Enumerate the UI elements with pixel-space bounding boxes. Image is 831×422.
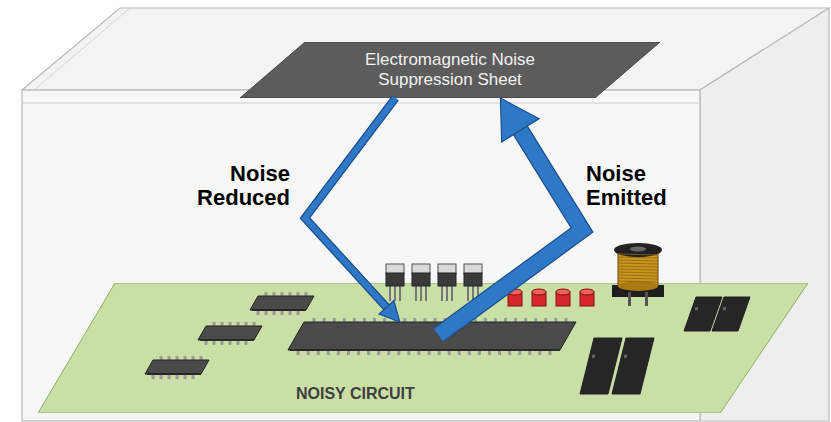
capacitor-top [580,289,594,295]
ic-chip [250,292,314,315]
capacitor-top [556,289,570,295]
capacitor [580,289,594,306]
arrow-shaft [305,98,395,307]
header-hole [624,355,627,358]
inductor-pin [645,292,648,306]
transistor-leg [451,285,453,301]
transistor-body [438,273,456,286]
capacitor [532,289,546,306]
header-body [712,297,750,331]
arrow-head [500,98,539,142]
transistor [386,264,404,301]
transistor [438,264,456,301]
inductor-cap [614,243,662,257]
coil-winding [618,281,658,282]
pin-headers [580,297,750,394]
ic-body [250,296,314,310]
header-hole [695,307,698,310]
ic-edge [200,339,254,341]
ic-body [288,322,576,350]
transistor-leg [415,285,417,301]
coil-winding [618,275,658,276]
header-hole [723,307,726,310]
inductor-core [630,247,646,252]
enclosure-rim [22,103,700,104]
transistor-leg [399,285,401,301]
noise-suppression-sheet-outline [240,42,660,98]
node-text: Electromagnetic Noise Suppression Sheet [325,50,575,91]
transistor-body [386,273,404,286]
ic-edge [147,373,201,375]
header-hole [592,355,595,358]
coil-winding [618,278,658,279]
transistor-body [412,273,430,286]
coil-winding [618,260,658,261]
ic-body [198,326,262,340]
arrow-label: Noise Reduced [165,162,290,210]
transistor-body [464,273,482,286]
inductor-winding [618,281,658,291]
transistor-leg [467,285,469,301]
transistor-leg [446,285,448,301]
coil-winding [618,269,658,270]
pin-header [712,297,750,331]
capacitor [556,289,570,306]
arrow-head [379,300,400,322]
node-text: NOISY CIRCUIT [296,384,415,403]
noise-arrow [438,98,582,335]
edge-label-holder: Noise Emitted [586,162,716,210]
pin-header [612,338,654,394]
noise-suppression-sheet: Electromagnetic Noise Suppression Sheet [240,42,660,98]
transistor [412,264,430,301]
ic-edge [290,349,560,351]
coil-winding [618,266,658,267]
ic-chip [198,322,262,345]
edge-label-holder: Noise Reduced [165,162,290,210]
transistor-leg [441,285,443,301]
coil-winding [618,263,658,264]
capacitors [508,289,594,306]
arrow-shaft [438,130,582,335]
transistor-leg [389,285,391,301]
inductor-pin [628,292,631,306]
transistor-leg [420,285,422,301]
arrow-outline [438,130,582,335]
capacitor-top [532,289,546,295]
ic-edge [252,309,306,311]
arrow-label: Noise Emitted [586,162,716,210]
coil-winding [618,257,658,258]
transistor-leg [425,285,427,301]
ic-chips [145,292,576,379]
enclosure-rim [34,8,130,90]
coil-winding [618,272,658,273]
circuit-board-outline [38,283,808,413]
arrow-outline [305,98,395,307]
ic-chip [288,318,576,355]
transistors [386,264,482,301]
ic-chip [145,356,209,379]
ic-body [145,360,209,374]
noise-arrow [305,98,400,322]
coil-winding [618,254,658,255]
header-body [612,338,654,394]
inductor-coil [612,243,664,306]
transistor-leg [394,285,396,301]
